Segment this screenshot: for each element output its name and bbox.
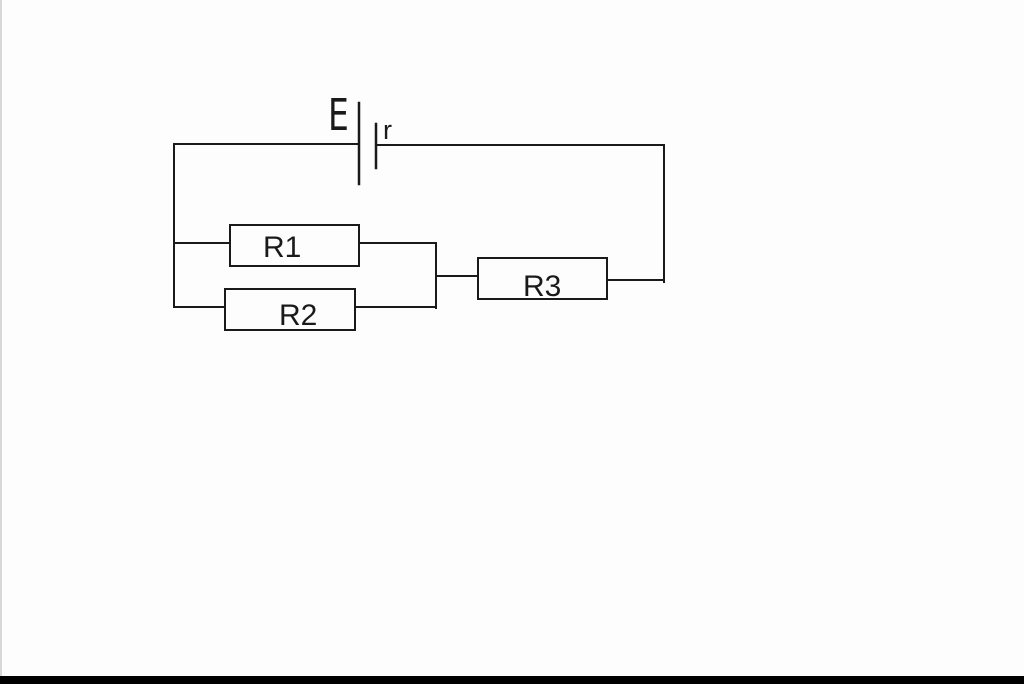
label-emf: E [328,90,349,141]
resistor-r1-body [229,224,360,267]
label-r3: R3 [523,270,561,303]
label-internal-resistance: r [383,115,392,145]
resistor-r2-body [224,288,356,331]
bottom-black-bar [0,676,1024,684]
canvas-left-edge [0,0,2,676]
label-r1: R1 [263,231,301,264]
label-r2: R2 [279,299,317,332]
resistor-r3-body [477,257,608,300]
